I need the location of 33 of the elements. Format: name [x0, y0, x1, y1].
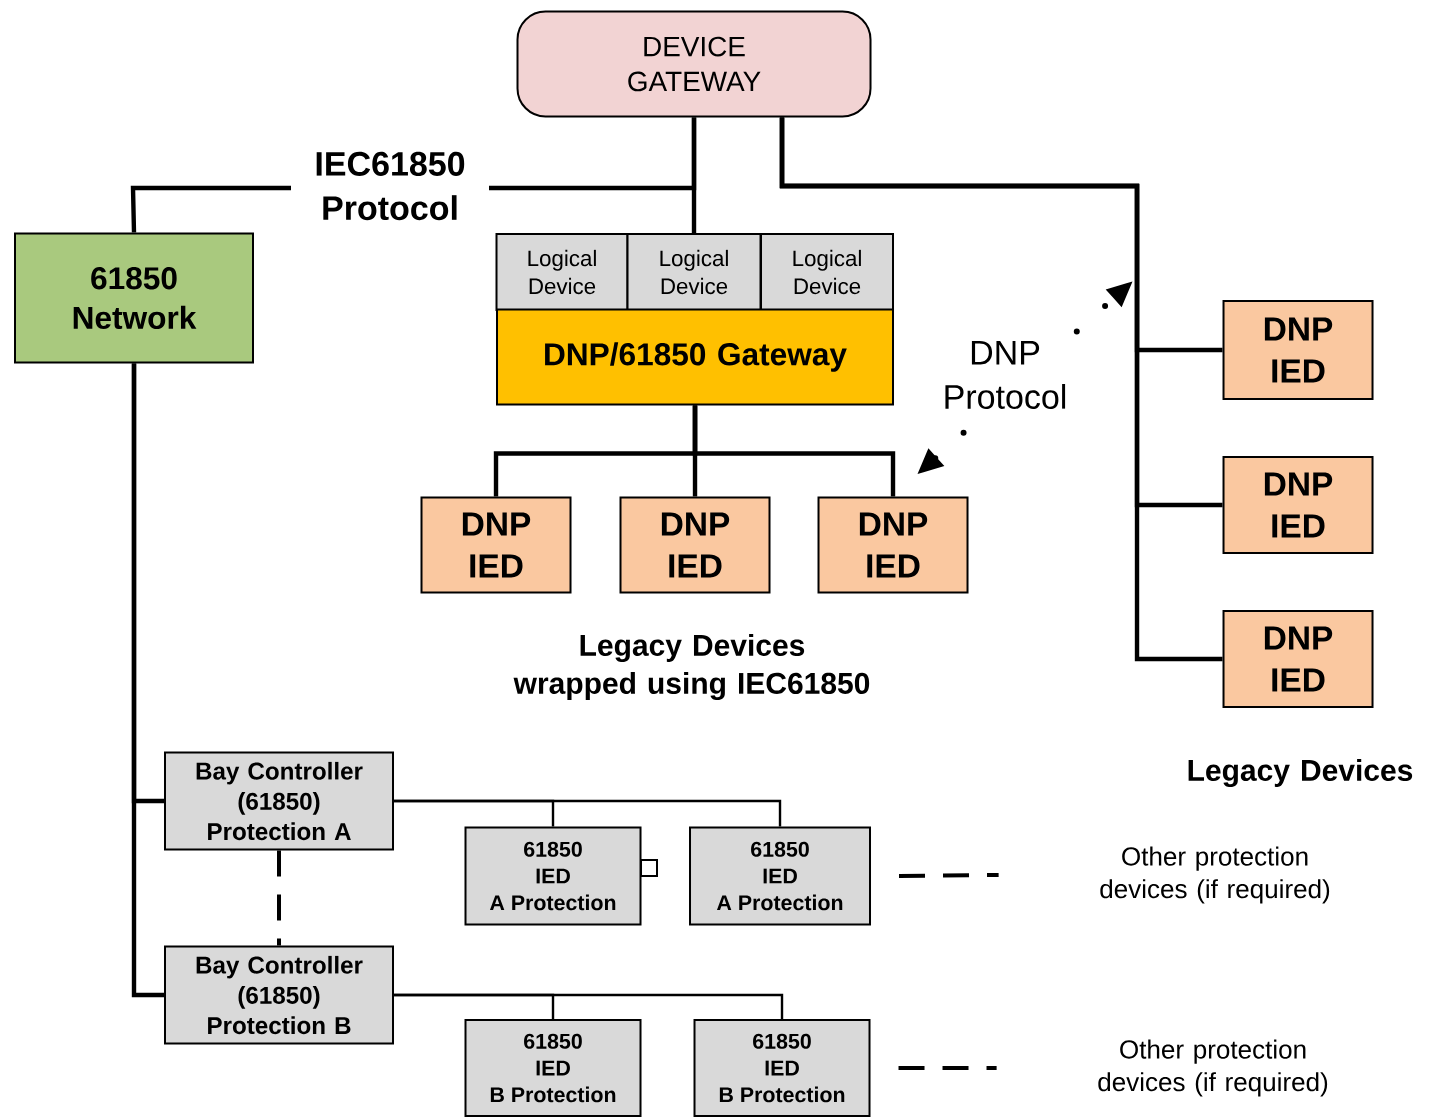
dashed-line — [898, 1066, 997, 1070]
connector-line — [131, 363, 164, 998]
note-text: Other protection devices (if required) — [1100, 846, 1330, 904]
ied-box: DNP IED — [1222, 456, 1374, 554]
connector-line — [692, 405, 896, 497]
dashed-line — [277, 850, 281, 946]
connector-line — [394, 799, 782, 827]
ied-box: 61850 IED B Protection — [464, 1019, 642, 1117]
connector-line — [779, 117, 1223, 662]
network-box: 61850 Network — [14, 232, 254, 364]
edge-label: IEC61850 Protocol — [291, 147, 489, 225]
ied-box: DNP IED — [619, 496, 771, 594]
connector-line — [394, 993, 784, 1019]
ied-box: DNP IED — [420, 496, 572, 594]
dashed-line — [899, 873, 999, 878]
logical-device-box: Logical Device — [760, 233, 894, 311]
ied-box: DNP IED — [1222, 300, 1374, 400]
caption-text: Legacy Devices wrapped using IEC61850 — [513, 633, 870, 701]
bay-controller-box: Bay Controller (61850) Protection B — [164, 945, 394, 1045]
caption-text: Legacy Devices — [1188, 758, 1413, 788]
edge-label: DNP Protocol — [929, 337, 1081, 413]
note-text: Other protection devices (if required) — [1098, 1039, 1328, 1097]
gateway-box: DNP/61850 Gateway — [496, 308, 894, 406]
ied-box: 61850 IED B Protection — [693, 1019, 871, 1117]
ied-box: 61850 IED A Protection — [464, 826, 642, 926]
ied-box: 61850 IED A Protection — [689, 826, 871, 926]
gateway-box: DEVICE GATEWAY — [516, 10, 872, 118]
logical-device-box: Logical Device — [626, 233, 762, 311]
ied-box: DNP IED — [817, 496, 969, 594]
bay-controller-box: Bay Controller (61850) Protection A — [164, 751, 394, 851]
connector-line — [691, 117, 697, 233]
logical-device-box: Logical Device — [495, 233, 629, 311]
ied-box: DNP IED — [1222, 610, 1374, 708]
